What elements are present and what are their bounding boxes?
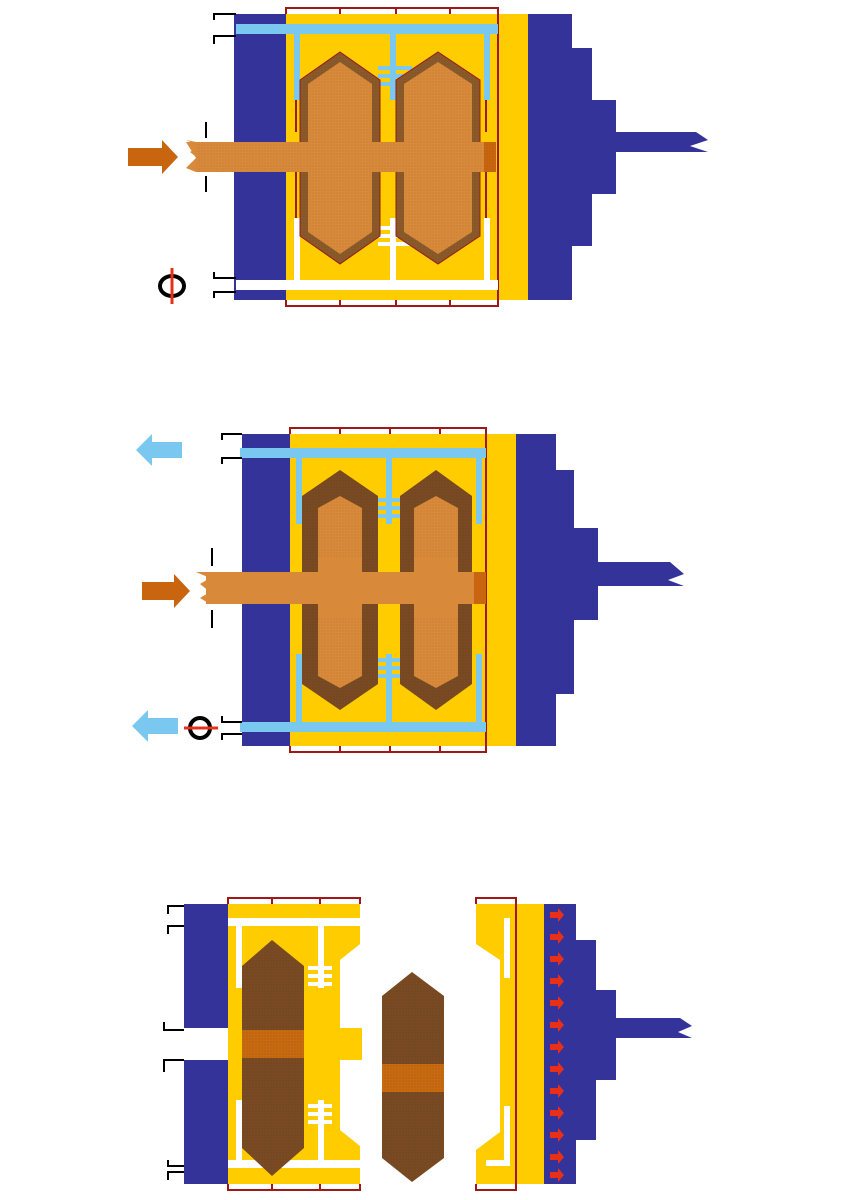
stage-1-filling bbox=[128, 7, 708, 307]
drain-channels-bottom bbox=[236, 218, 498, 290]
moving-head-ram bbox=[544, 904, 692, 1184]
pressure-arrow-icon bbox=[550, 996, 564, 1010]
plate-frames bbox=[289, 427, 487, 753]
valve-icon[interactable] bbox=[158, 268, 186, 304]
drain-channels bbox=[228, 918, 360, 1168]
moving-head-ram bbox=[528, 14, 708, 300]
drain-arrow-icon bbox=[132, 710, 178, 742]
valve-icon[interactable] bbox=[184, 716, 218, 740]
feed-channel bbox=[196, 558, 486, 618]
feed-arrow-icon bbox=[128, 140, 178, 174]
pressure-arrow-icon bbox=[550, 1150, 564, 1164]
filtrate-channels-top bbox=[236, 24, 498, 100]
pressure-arrows bbox=[550, 908, 564, 1182]
filter-cake-left bbox=[242, 940, 304, 1176]
feed-arrow-icon bbox=[142, 574, 190, 608]
pressure-arrow-icon bbox=[550, 1128, 564, 1142]
fixed-head-plate bbox=[184, 904, 228, 1028]
filtrate-channels-bottom bbox=[240, 654, 486, 732]
pressure-arrow-icon bbox=[550, 1040, 564, 1054]
pressure-arrow-icon bbox=[550, 974, 564, 988]
moving-head-ram bbox=[516, 434, 684, 746]
pressure-arrow-icon bbox=[550, 908, 564, 922]
discharged-cake bbox=[382, 972, 444, 1182]
follower-plate bbox=[486, 434, 516, 746]
stage-3-discharge bbox=[163, 897, 692, 1191]
pressure-arrow-icon bbox=[550, 952, 564, 966]
stage-2-pressing bbox=[132, 427, 684, 753]
port-lines bbox=[211, 433, 242, 740]
filtrate-channels-top bbox=[240, 448, 486, 524]
pressure-arrow-icon bbox=[550, 1018, 564, 1032]
port-lines bbox=[205, 13, 236, 298]
port-lines bbox=[163, 905, 184, 1180]
pressure-arrow-icon bbox=[550, 1106, 564, 1120]
fixed-head-plate bbox=[184, 1060, 228, 1184]
follower-plate bbox=[498, 14, 528, 300]
follower-plate bbox=[476, 904, 544, 1184]
pressure-arrow-icon bbox=[550, 930, 564, 944]
pressure-arrow-icon bbox=[550, 1168, 564, 1182]
pressure-arrow-icon bbox=[550, 1062, 564, 1076]
pressure-arrow-icon bbox=[550, 1084, 564, 1098]
plate-frames bbox=[227, 897, 361, 1191]
drain-arrow-icon bbox=[136, 434, 182, 466]
drain-channels-right bbox=[486, 918, 510, 1166]
